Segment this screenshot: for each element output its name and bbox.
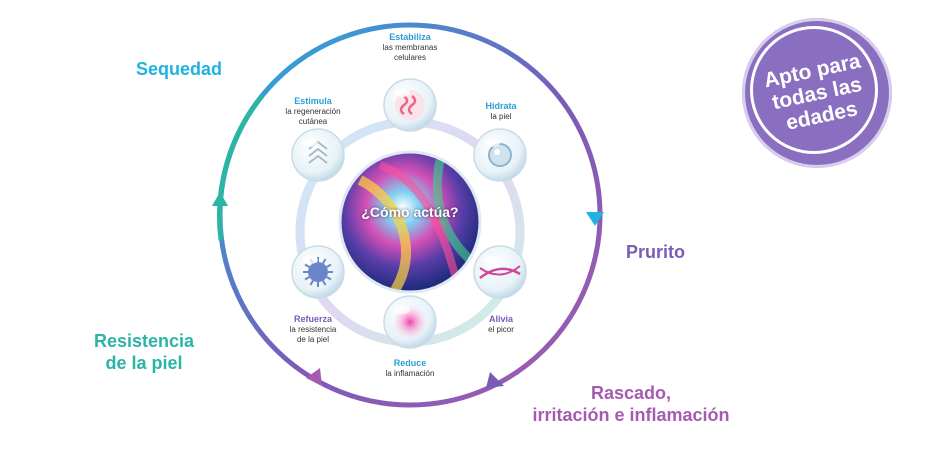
arrow-icon: [306, 368, 322, 386]
arrow-down-icon: [586, 212, 604, 226]
node-bubble: [473, 245, 527, 299]
drop-icon: [488, 143, 512, 167]
node-bubble: [383, 295, 437, 349]
node-text-refuerza: Refuerza la resistencia de la piel: [258, 314, 368, 345]
age-badge: Apto para todas las edades: [742, 18, 892, 168]
node-desc: la resistencia de la piel: [289, 325, 337, 344]
node-title: Alivia: [488, 314, 513, 324]
wave-icon: [395, 90, 425, 120]
cycle-label-prurito: Prurito: [626, 242, 686, 262]
cell-icon: [303, 257, 333, 287]
node-text-hidrata: Hidrata la piel: [446, 101, 556, 122]
node-text-estabiliza: Estabiliza las membranas celulares: [355, 32, 465, 63]
node-bubble: [473, 128, 527, 182]
node-desc: la regeneración cutánea: [285, 107, 341, 126]
node-desc: la piel: [490, 112, 512, 121]
node-title: Estimula: [294, 96, 332, 106]
cycle-label-sequedad: Sequedad: [136, 59, 223, 79]
node-title: Estabiliza: [389, 32, 431, 42]
node-title: Hidrata: [485, 101, 517, 111]
node-title: Refuerza: [293, 314, 332, 324]
node-text-reduce: Reduce la inflamación: [355, 358, 465, 379]
node-text-estimula: Estimula la regeneración cutánea: [258, 96, 368, 127]
node-text-alivia: Alivia el picor: [446, 314, 556, 335]
node-bubble: [291, 128, 345, 182]
cycle-label-rascado: Rascado, irritación e inflamación: [532, 383, 730, 425]
node-desc: la inflamación: [385, 369, 435, 378]
node-bubble: [383, 78, 437, 132]
node-desc: el picor: [488, 325, 514, 334]
cycle-ring-segment: [216, 94, 264, 241]
node-title: Reduce: [393, 358, 427, 368]
fiber-icon: [479, 265, 521, 279]
node-bubble: [291, 245, 345, 299]
center-label: ¿Cómo actúa?: [361, 204, 459, 220]
cycle-label-resistencia: Resistencia de la piel: [93, 331, 195, 373]
node-desc: las membranas celulares: [382, 43, 438, 62]
arrow-icon: [486, 372, 504, 388]
badge-ring: [750, 26, 878, 154]
arrow-up-icon: [212, 192, 228, 206]
